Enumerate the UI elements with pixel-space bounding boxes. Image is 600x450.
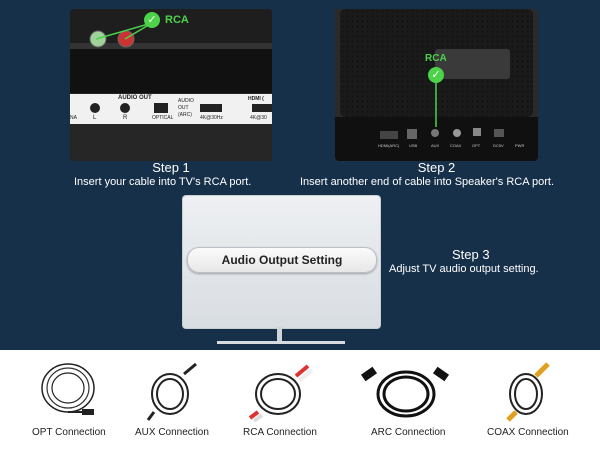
audio-out-label: AUDIO OUT — [118, 95, 152, 101]
port-pwr-label: PWR — [515, 143, 525, 148]
arc-connection-label: ARC Connection — [371, 427, 446, 438]
hdmi2-bottom-label: 4K@30 — [250, 115, 267, 121]
audio-arc-line-1: AUDIO — [178, 98, 194, 104]
port-opt-label: OPT — [472, 143, 481, 148]
port-l-label: L — [93, 115, 97, 121]
checkmark-icon: ✓ — [144, 12, 160, 28]
port-aux-label: AUX — [431, 143, 440, 148]
rca-cable-icon — [232, 360, 328, 442]
audio-arc-line-3: (ARC) — [178, 112, 192, 118]
audio-arc-line-2: OUT — [178, 105, 189, 111]
audio-output-setting-button[interactable]: Audio Output Setting — [187, 247, 377, 273]
rca-label: RCA — [425, 53, 447, 64]
step-2-description: Insert another end of cable into Speaker… — [300, 176, 555, 188]
hdmi2-top-label: HDMI ( — [248, 96, 264, 102]
step-3-description: Adjust TV audio output setting. — [389, 263, 539, 275]
aux-cable-icon — [124, 360, 220, 442]
port-dc5v-label: DC5V — [493, 143, 504, 148]
aux-connection-label: AUX Connection — [135, 427, 209, 438]
coax-cable-icon — [478, 360, 574, 442]
step-2-title: Step 2 — [417, 160, 456, 175]
rca-connection-label: RCA Connection — [243, 427, 317, 438]
hdmi-label: 4K@30Hz — [200, 115, 223, 121]
checkmark-icon: ✓ — [428, 67, 444, 83]
tv-stand-neck — [277, 327, 282, 341]
port-hdmi-arc-label: HDMI(ARC) — [378, 143, 400, 148]
optical-label: OPTICAL — [152, 115, 174, 121]
port-usb-label: USB — [409, 143, 418, 148]
step-3-title: Step 3 — [452, 247, 490, 262]
opt-connection-label: OPT Connection — [32, 427, 106, 438]
speaker-rear-panel-image: RCA ✓ HDMI(ARC) USB AUX COAX OPT DC5V PW… — [335, 9, 538, 161]
coax-connection-label: COAX Connection — [487, 427, 569, 438]
port-coax-label: COAX — [450, 143, 462, 148]
rca-label: RCA — [165, 14, 189, 26]
port-r-label: R — [123, 115, 128, 121]
tv-stand-base — [217, 341, 345, 344]
opt-cable-icon — [20, 360, 116, 442]
tv-rear-panel-image: ✓ RCA AUDIO OUT L R OPTICAL AUDIO OUT (A… — [70, 9, 272, 161]
antenna-label: NA — [70, 115, 77, 121]
arc-cable-icon — [358, 360, 454, 442]
step-1-title: Step 1 — [152, 160, 190, 175]
step-1-description: Insert your cable into TV's RCA port. — [74, 176, 252, 188]
